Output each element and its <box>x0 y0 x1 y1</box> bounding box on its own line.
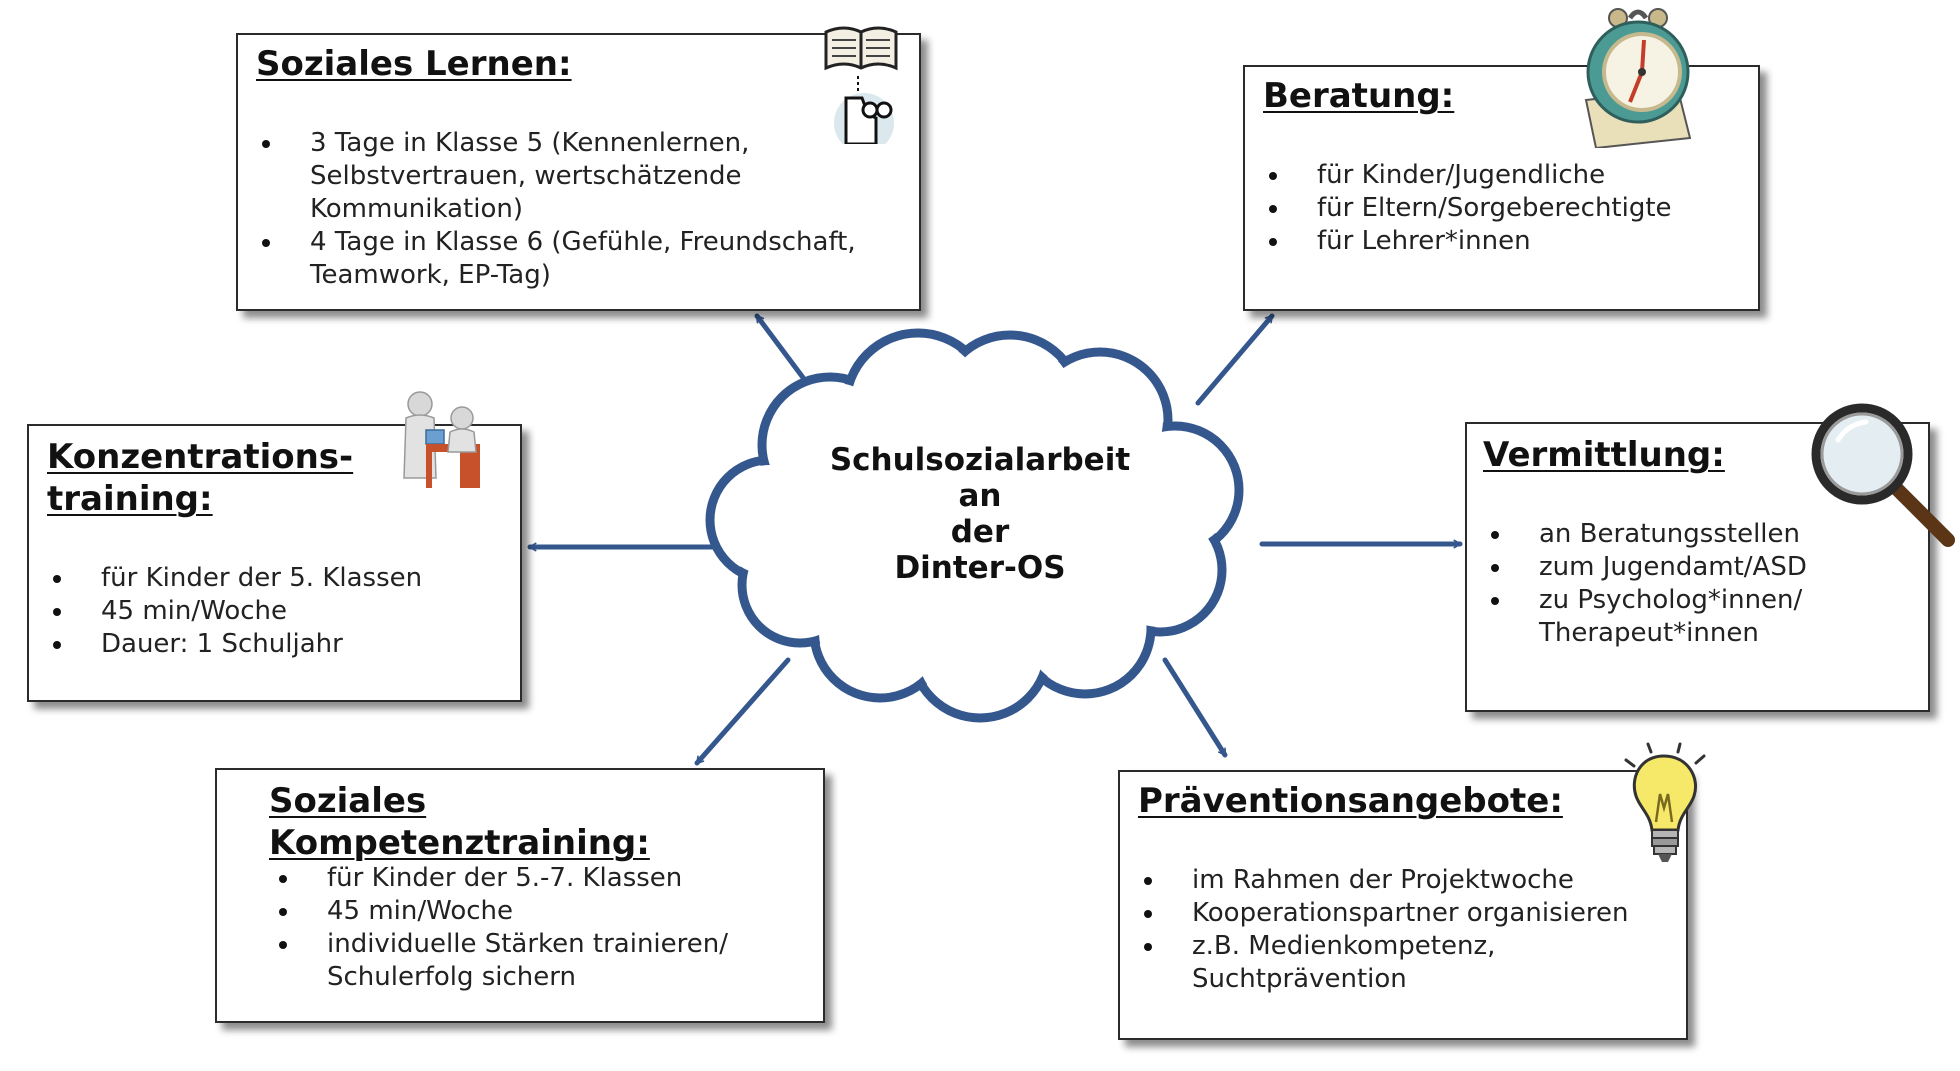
box-title: Soziales Lernen: <box>256 44 572 84</box>
list-item: für Lehrer*innen <box>1267 225 1737 258</box>
box-vermittlung: Vermittlung: an Beratungsstellen zum Jug… <box>1465 422 1930 712</box>
list-item: 3 Tage in Klasse 5 (Kennenlernen, Selbst… <box>260 127 880 226</box>
box-title-line-1: Soziales <box>269 781 427 821</box>
book-reader-icon <box>824 26 898 144</box>
box-title-line-2: training: <box>47 479 213 519</box>
box-kompetenztraining: Soziales Kompetenztraining: für Kinder d… <box>215 768 825 1023</box>
list-item: für Kinder/Jugendliche <box>1267 159 1737 192</box>
center-line-2: an <box>958 478 1002 514</box>
list-item: an Beratungsstellen <box>1489 518 1819 551</box>
list-item: für Kinder der 5.-7. Klassen <box>277 862 797 895</box>
list-item: Dauer: 1 Schuljahr <box>51 628 511 661</box>
box-title-line-1: Konzentrations- <box>47 437 354 477</box>
box-beratung: Beratung: für Kinder/Jugendliche für Elt… <box>1243 65 1760 311</box>
box-praevention: Präventionsangebote: im Rahmen der Proje… <box>1118 770 1688 1040</box>
box-soziales-lernen: Soziales Lernen: 3 Tage in Klasse 5 (Ken… <box>236 33 921 311</box>
center-cloud <box>705 328 1244 723</box>
center-label: Schulsozialarbeit an der Dinter-OS <box>790 442 1170 586</box>
list-item: für Kinder der 5. Klassen <box>51 562 511 595</box>
list-item: im Rahmen der Projektwoche <box>1142 864 1662 897</box>
arrow-to-praevention <box>1162 657 1228 758</box>
people-at-desk-icon <box>403 391 480 488</box>
magnifier-icon <box>1811 403 1955 547</box>
center-line-1: Schulsozialarbeit <box>829 442 1131 478</box>
list-item: für Eltern/Sorgeberechtigte <box>1267 192 1737 225</box>
list-item: individuelle Stärken trainieren/ Schuler… <box>277 928 797 994</box>
list-item: 45 min/Woche <box>277 895 797 928</box>
list-item: zu Psycholog*innen/ Therapeut*innen <box>1489 584 1819 650</box>
arrow-to-kompetenz <box>694 657 791 766</box>
box-title-line-2: Kompetenztraining: <box>269 823 650 863</box>
alarm-clock-icon <box>1584 8 1692 148</box>
lightbulb-icon <box>1624 742 1706 862</box>
box-title: Vermittlung: <box>1483 435 1725 475</box>
center-line-4: Dinter-OS <box>894 550 1066 586</box>
center-line-3: der <box>950 514 1010 550</box>
list-item: z.B. Medienkompetenz, Suchtprävention <box>1142 930 1662 996</box>
list-item: 4 Tage in Klasse 6 (Gefühle, Freundschaf… <box>260 226 880 292</box>
box-title: Beratung: <box>1263 76 1455 116</box>
box-konzentration: Konzentrations- training: für Kinder der… <box>27 424 522 702</box>
list-item: zum Jugendamt/ASD <box>1489 551 1819 584</box>
box-title: Präventionsangebote: <box>1138 781 1563 821</box>
arrow-to-beratung <box>1195 313 1275 406</box>
list-item: 45 min/Woche <box>51 595 511 628</box>
list-item: Kooperationspartner organisieren <box>1142 897 1662 930</box>
